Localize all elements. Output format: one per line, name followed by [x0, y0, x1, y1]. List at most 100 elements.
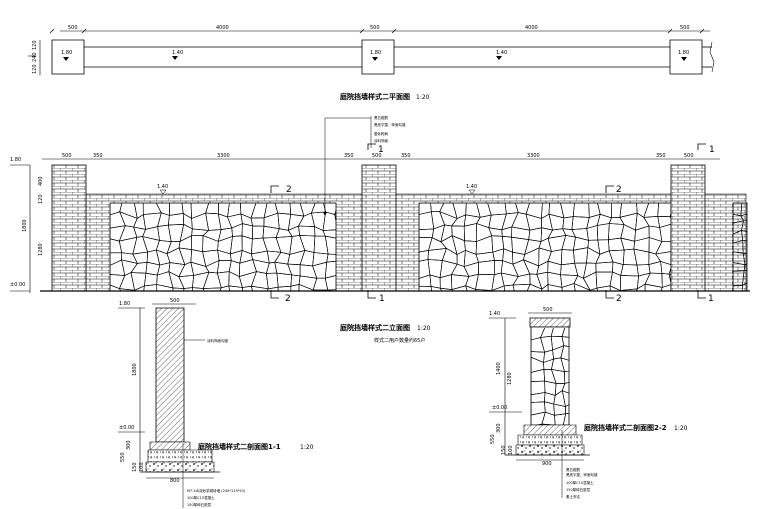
- elev-dim-5: 500: [372, 153, 382, 159]
- plan-level-marker-1: [63, 57, 69, 61]
- stone-block: [539, 285, 548, 303]
- plan-dim-5: 500: [680, 25, 690, 31]
- sec1-note-side: 涂料饰面勾缝: [207, 338, 228, 343]
- stone-block: [753, 213, 760, 222]
- stone-block: [741, 203, 753, 216]
- elev-section-mark-5: 2: [616, 185, 622, 195]
- elev-dim-2: 350: [93, 153, 103, 159]
- elev-title: 庭院挡墙样式二立面图: [340, 323, 410, 332]
- elev-level-top: 1.80: [10, 157, 21, 163]
- stone-block: [542, 412, 555, 425]
- sec2-base-dim: 900: [542, 461, 552, 467]
- sec1-fdim-2: 550: [120, 452, 126, 462]
- stone-block: [323, 230, 338, 239]
- plan-dim-1: 500: [68, 25, 78, 31]
- stone-block: [610, 286, 624, 297]
- sec2-note-3: 100厚C15混凝土: [566, 480, 594, 485]
- plan-level-2: 1.40: [172, 50, 183, 56]
- stone-block: [742, 230, 756, 242]
- sec1-base-dim: 800: [170, 478, 180, 484]
- stone-block: [452, 286, 470, 300]
- stone-block: [488, 298, 505, 311]
- sec2-note-4: 150厚碎石垫层: [566, 487, 591, 492]
- stone-block: [753, 220, 760, 233]
- stone-block: [325, 274, 340, 290]
- elev-leader-line: [325, 118, 371, 215]
- stone-block: [575, 358, 586, 372]
- stone-block: [575, 379, 586, 396]
- stone-block: [469, 298, 480, 311]
- stone-block: [110, 285, 125, 298]
- stone-block: [743, 241, 756, 254]
- elev-dim-9: 500: [684, 153, 694, 159]
- elev-note-2: 黑底平整，碎面勾缝: [374, 122, 406, 127]
- sec2-concrete: [518, 435, 582, 445]
- stone-block: [586, 288, 600, 301]
- elev-note-4: 涂料饰面: [374, 138, 388, 143]
- sec1-level-base: ±0.00: [119, 425, 134, 431]
- section-1-1: 1.80 500 1800 涂料饰面勾缝 ±0.00 300 550 150 1…: [118, 298, 314, 508]
- stone-block: [203, 288, 221, 299]
- stone-block: [742, 293, 755, 303]
- stone-block: [525, 284, 542, 302]
- sec1-note-3: 150厚碎石垫层: [187, 502, 212, 507]
- elev-dim-3: 3300: [217, 153, 230, 159]
- stone-block: [576, 297, 589, 311]
- sec2-fdim-2: 550: [490, 434, 496, 444]
- stone-block: [733, 285, 742, 292]
- plan-level-marker-3: [372, 57, 378, 61]
- elevation-view: 500 350 3300 350 500 350 3300 350 500 40…: [10, 115, 760, 344]
- stone-block: [262, 287, 278, 299]
- stone-block: [756, 240, 760, 256]
- stone-block: [314, 300, 330, 311]
- stone-block: [632, 300, 646, 312]
- stone-block: [215, 297, 231, 311]
- stone-block: [660, 224, 673, 242]
- stone-block: [291, 284, 299, 297]
- plan-left-dim-1: 120: [32, 40, 38, 50]
- elev-left-dim-4: 1280: [38, 243, 44, 256]
- stone-block: [335, 203, 350, 216]
- stone-block: [656, 242, 674, 255]
- stone-block: [742, 280, 752, 295]
- stone-block: [623, 296, 638, 311]
- plan-level-3: 1.80: [370, 50, 381, 56]
- sec1-wall: [156, 308, 184, 442]
- stone-block: [659, 285, 674, 302]
- elev-dim-8: 350: [656, 153, 666, 159]
- elev-pillar-1: [52, 165, 86, 291]
- sec2-note-1: 黑石帽檐: [566, 467, 580, 472]
- stone-block: [325, 261, 340, 279]
- elev-left-dim-1: 400: [38, 176, 44, 186]
- stone-block: [453, 297, 471, 311]
- sec2-note-5: 素土夯实: [566, 494, 580, 499]
- stone-block: [562, 337, 578, 348]
- sec1-width-dim: 500: [170, 298, 180, 304]
- stone-block: [555, 414, 566, 427]
- plan-level-1: 1.80: [61, 50, 72, 56]
- sec2-title: 庭院挡墙样式二剖面图2-2: [584, 423, 667, 432]
- elev-level-wall-1: 1.40: [157, 184, 168, 190]
- stone-block: [516, 296, 527, 311]
- stone-block: [278, 286, 291, 296]
- stone-block: [206, 298, 216, 311]
- elev-dim-4: 350: [344, 153, 354, 159]
- sec2-height-dim-1: 1400: [496, 362, 502, 375]
- stone-block: [440, 297, 459, 311]
- stone-block: [574, 284, 590, 302]
- elev-subtitle: 样式二用户数量约65户: [374, 337, 425, 344]
- stone-block: [752, 271, 760, 285]
- stone-block: [597, 286, 611, 299]
- sec1-fdim-1: 300: [126, 440, 132, 450]
- stone-block: [513, 284, 530, 300]
- stone-block: [565, 372, 577, 384]
- stone-block: [313, 290, 329, 302]
- stone-block: [192, 288, 206, 298]
- sec2-level-base: ±0.00: [492, 405, 507, 411]
- elev-section-mark-7: 2: [616, 294, 622, 304]
- stone-block: [562, 381, 575, 396]
- stone-block: [433, 297, 445, 311]
- sec1-note-2: 100厚C15混凝土: [187, 495, 215, 500]
- stone-block: [325, 236, 338, 254]
